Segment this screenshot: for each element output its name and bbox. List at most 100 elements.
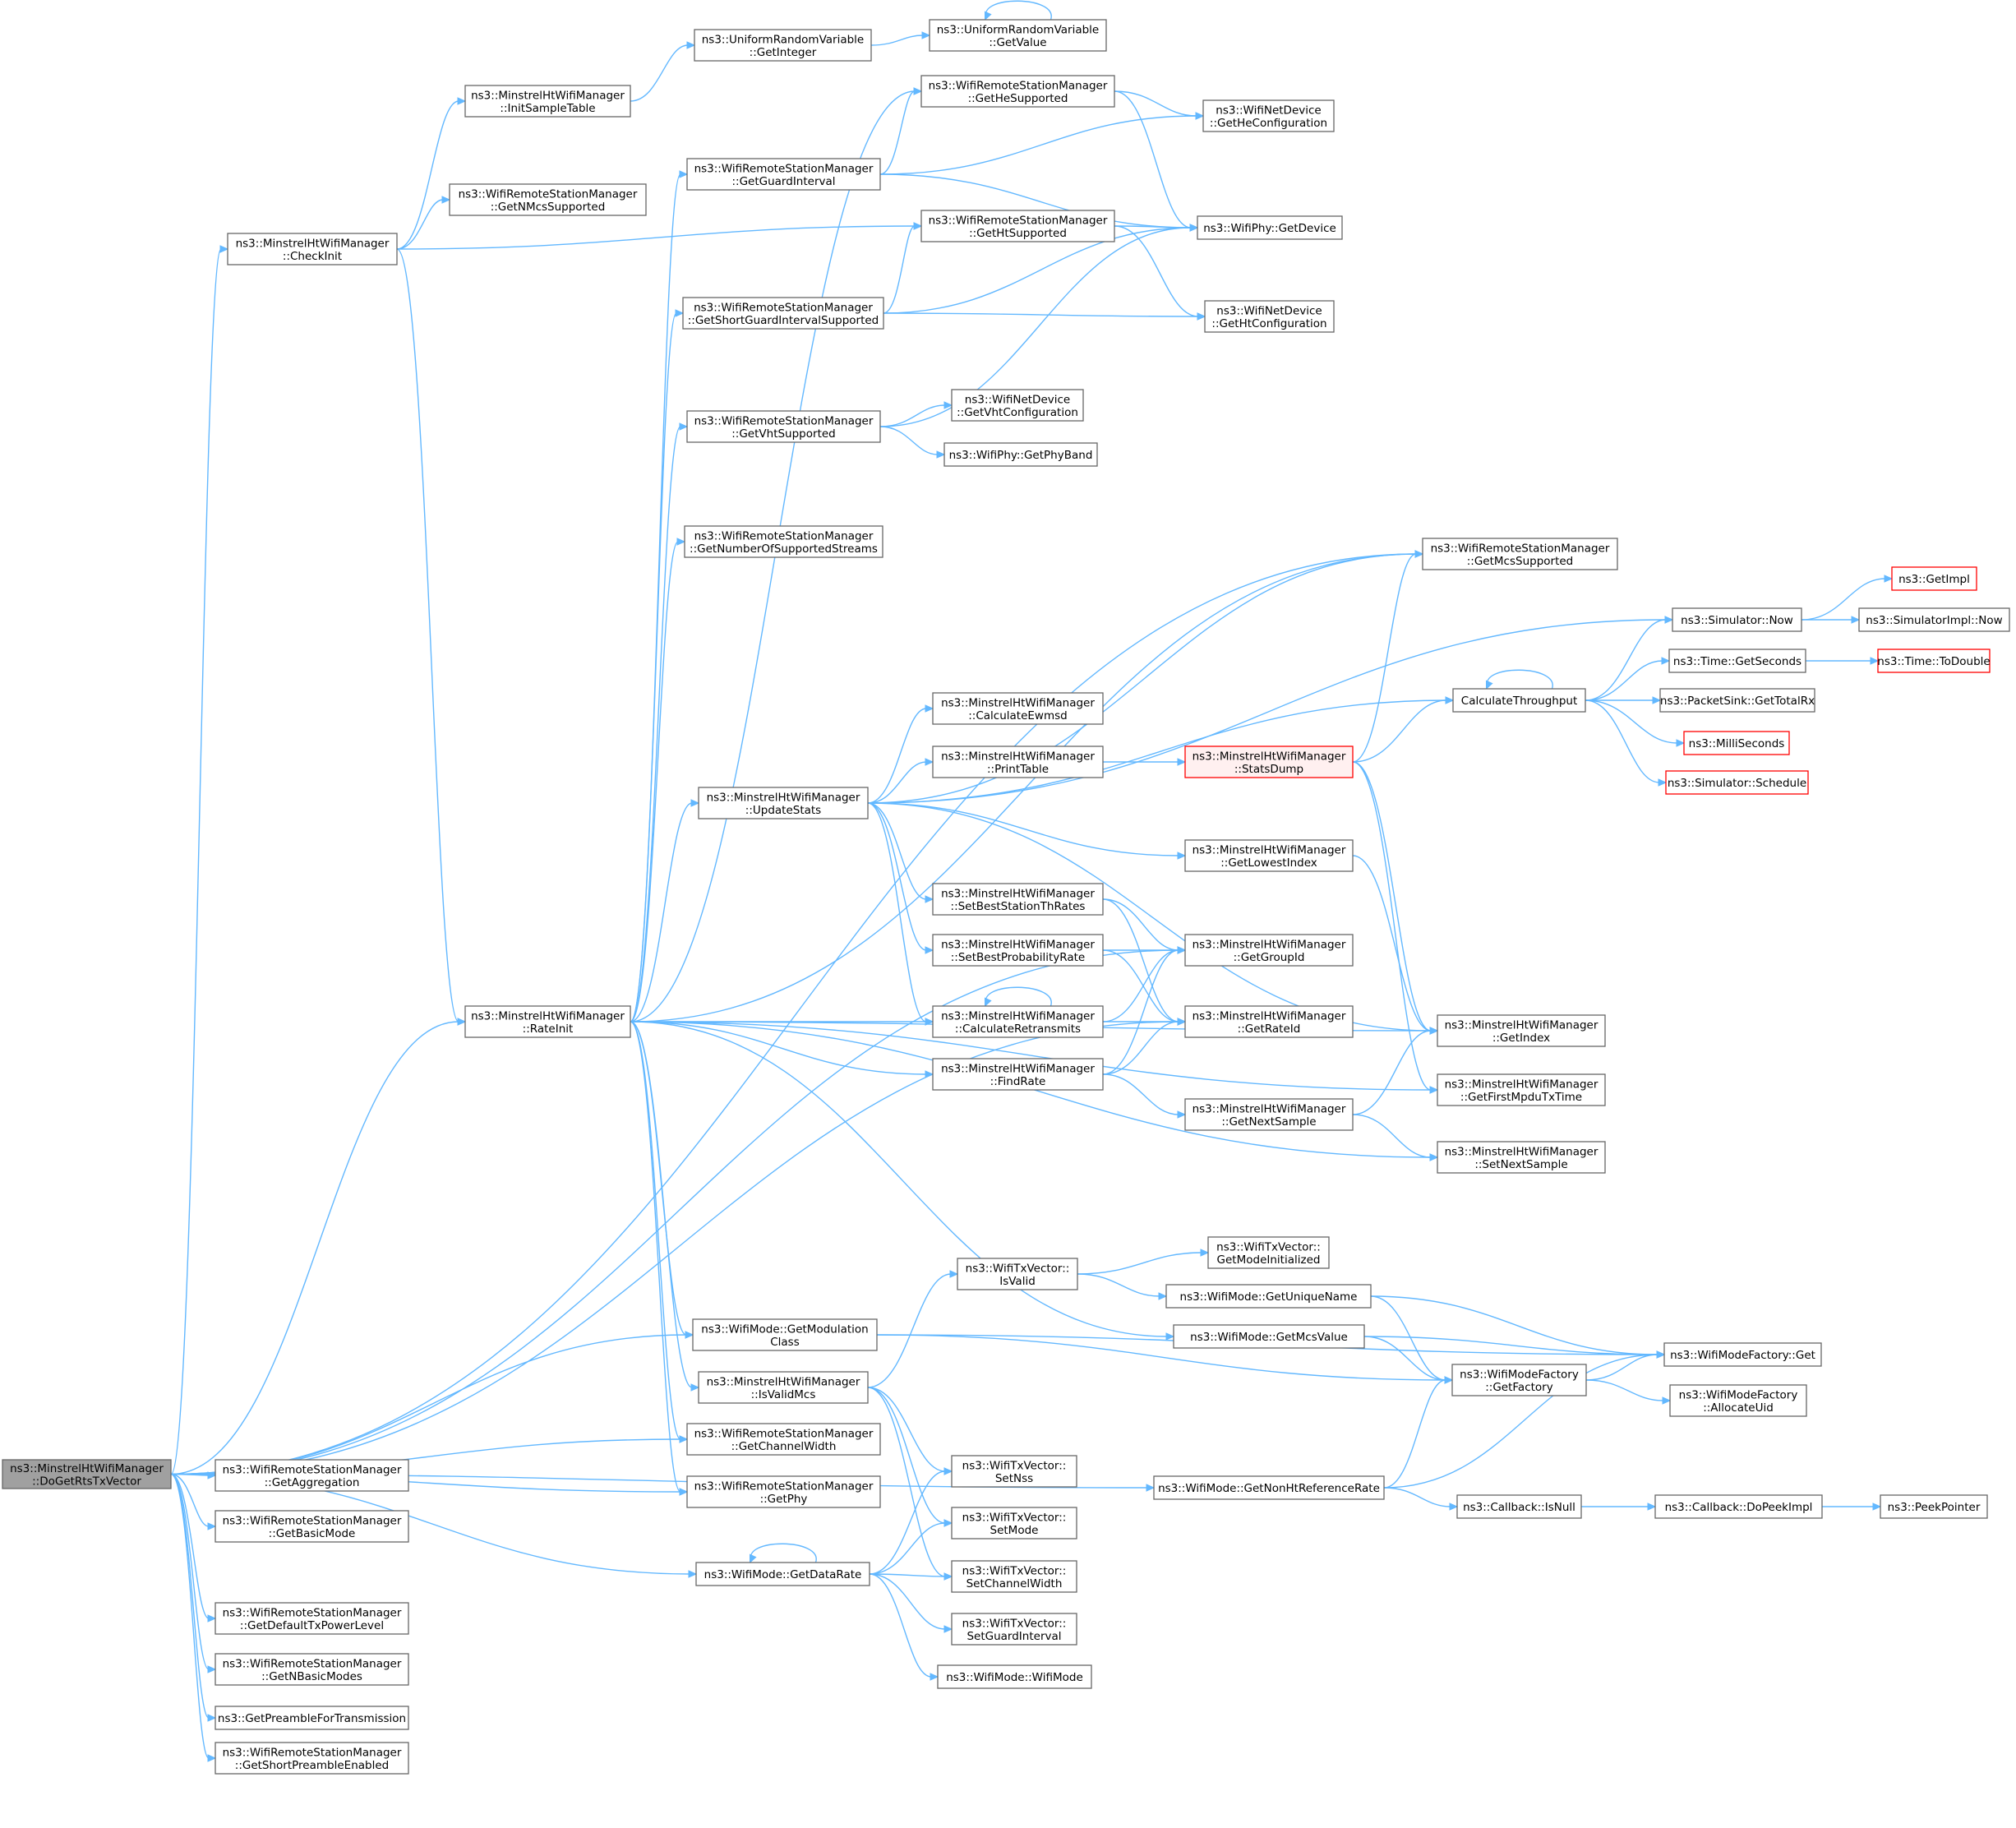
node-box: [1207, 1236, 1330, 1269]
node-simimplnow[interactable]: ns3::SimulatorImpl::Now: [1858, 607, 2010, 632]
node-box: [1891, 566, 1977, 591]
node-getnonht[interactable]: ns3::WifiMode::GetNonHtReferenceRate: [1153, 1475, 1385, 1500]
edge-line: [869, 1470, 946, 1575]
node-getheSupp[interactable]: ns3::WifiRemoteStationManager::GetHeSupp…: [920, 75, 1115, 108]
node-getuniquename[interactable]: ns3::WifiMode::GetUniqueName: [1165, 1284, 1372, 1309]
node-getfirstmpdu[interactable]: ns3::MinstrelHtWifiManager::GetFirstMpdu…: [1437, 1073, 1606, 1106]
node-getguard[interactable]: ns3::WifiRemoteStationManager::GetGuardI…: [686, 158, 881, 191]
node-getmcsSupp[interactable]: ns3::WifiRemoteStationManager::GetMcsSup…: [1422, 538, 1618, 570]
edge-arrowhead: [207, 1714, 217, 1722]
node-isvalidmcs[interactable]: ns3::MinstrelHtWifiManager::IsValidMcs: [698, 1371, 869, 1404]
node-gethtconf[interactable]: ns3::WifiNetDevice::GetHtConfiguration: [1204, 300, 1335, 333]
node-getshortpreamble[interactable]: ns3::WifiRemoteStationManager::GetShortP…: [215, 1742, 409, 1775]
node-checkinit[interactable]: ns3::MinstrelHtWifiManager::CheckInit: [227, 233, 398, 265]
node-label: ns3::MinstrelHtWifiManager: [941, 1009, 1095, 1022]
node-getnmcs[interactable]: ns3::WifiRemoteStationManager::GetNMcsSu…: [449, 183, 647, 216]
node-getaggregation[interactable]: ns3::WifiRemoteStationManager::GetAggreg…: [215, 1459, 409, 1492]
node-calcthroughput[interactable]: CalculateThroughput: [1452, 688, 1586, 713]
edge-line: [1585, 1354, 1658, 1381]
node-label: ns3::Callback::IsNull: [1463, 1501, 1575, 1514]
nodes-layer: ns3::MinstrelHtWifiManager::DoGetRtsTxVe…: [2, 19, 2010, 1775]
node-cbdopeek[interactable]: ns3::Callback::DoPeekImpl: [1654, 1494, 1823, 1519]
node-label: ns3::MinstrelHtWifiManager: [1193, 1009, 1346, 1022]
node-setbeststation[interactable]: ns3::MinstrelHtWifiManager::SetBestStati…: [932, 883, 1104, 916]
node-getnbasic[interactable]: ns3::WifiRemoteStationManager::GetNBasic…: [215, 1653, 409, 1686]
node-factoryget[interactable]: ns3::WifiModeFactory::Get: [1663, 1342, 1822, 1367]
edge-line: [883, 225, 916, 314]
node-getphy[interactable]: ns3::WifiRemoteStationManager::GetPhy: [686, 1475, 881, 1508]
node-urv_getval[interactable]: ns3::UniformRandomVariable::GetValue: [929, 19, 1107, 52]
node-getshortgi[interactable]: ns3::WifiRemoteStationManager::GetShortG…: [682, 297, 884, 330]
node-getheconf[interactable]: ns3::WifiNetDevice::GetHeConfiguration: [1202, 99, 1335, 132]
node-getpreamble[interactable]: ns3::GetPreambleForTransmission: [215, 1706, 409, 1730]
node-box: [1197, 215, 1343, 240]
node-getimpl[interactable]: ns3::GetImpl: [1891, 566, 1977, 591]
edge-line: [1352, 761, 1432, 1032]
node-getindex[interactable]: ns3::MinstrelHtWifiManager::GetIndex: [1437, 1014, 1606, 1047]
edge-arrowhead: [1414, 550, 1424, 558]
edge-line: [1352, 553, 1417, 763]
node-label: ::GetLowestIndex: [1220, 856, 1317, 870]
edge-rateinit-to-getvhtSupp: [630, 422, 689, 1022]
node-label: ::GetShortPreambleEnabled: [235, 1759, 389, 1772]
node-cbisnull[interactable]: ns3::Callback::IsNull: [1456, 1494, 1582, 1519]
node-rateinit[interactable]: ns3::MinstrelHtWifiManager::RateInit: [464, 1005, 631, 1038]
node-updatestats[interactable]: ns3::MinstrelHtWifiManager::UpdateStats: [698, 787, 869, 819]
edge-cbdopeek-to-peekpointer: [1822, 1503, 1882, 1511]
node-box: [1683, 731, 1790, 755]
edge-arrowhead: [675, 309, 685, 317]
node-getrateid[interactable]: ns3::MinstrelHtWifiManager::GetRateId: [1184, 1005, 1354, 1038]
node-setmode[interactable]: ns3::WifiTxVector::SetMode: [951, 1507, 1077, 1539]
edge-rateinit-to-getnumstreams: [630, 538, 686, 1022]
node-getmcsvalue[interactable]: ns3::WifiMode::GetMcsValue: [1173, 1324, 1365, 1349]
node-statsdump[interactable]: ns3::MinstrelHtWifiManager::StatsDump: [1184, 746, 1354, 778]
node-pktsink[interactable]: ns3::PacketSink::GetTotalRx: [1659, 688, 1815, 713]
node-getmodeinit[interactable]: ns3::WifiTxVector::GetModeInitialized: [1207, 1236, 1330, 1269]
edge-line: [630, 1021, 693, 1388]
node-setguard[interactable]: ns3::WifiTxVector::SetGuardInterval: [951, 1613, 1077, 1646]
node-millisec[interactable]: ns3::MilliSeconds: [1683, 731, 1790, 755]
node-getnextsample[interactable]: ns3::MinstrelHtWifiManager::GetNextSampl…: [1184, 1098, 1354, 1131]
node-urv_getint[interactable]: ns3::UniformRandomVariable::GetInteger: [694, 29, 872, 62]
node-allocuid[interactable]: ns3::WifiModeFactory::AllocateUid: [1669, 1384, 1807, 1417]
node-calcretrans[interactable]: ns3::MinstrelHtWifiManager::CalculateRet…: [932, 1005, 1104, 1038]
edge-timegetsec-to-timetodouble: [1806, 657, 1880, 665]
node-setnextsample[interactable]: ns3::MinstrelHtWifiManager::SetNextSampl…: [1437, 1141, 1606, 1174]
node-getdefaultpower[interactable]: ns3::WifiRemoteStationManager::GetDefaul…: [215, 1602, 409, 1635]
node-setnss[interactable]: ns3::WifiTxVector::SetNss: [951, 1455, 1077, 1488]
node-label: ns3::MinstrelHtWifiManager: [1193, 843, 1346, 856]
node-getdevice[interactable]: ns3::WifiPhy::GetDevice: [1197, 215, 1343, 240]
node-wifimode[interactable]: ns3::WifiMode::WifiMode: [937, 1664, 1092, 1689]
node-getfactory[interactable]: ns3::WifiModeFactory::GetFactory: [1451, 1364, 1587, 1396]
node-txisvalid[interactable]: ns3::WifiTxVector::IsValid: [957, 1258, 1078, 1290]
node-getphyband[interactable]: ns3::WifiPhy::GetPhyBand: [943, 442, 1098, 467]
node-getgroupid[interactable]: ns3::MinstrelHtWifiManager::GetGroupId: [1184, 934, 1354, 967]
node-initsample[interactable]: ns3::MinstrelHtWifiManager::InitSampleTa…: [464, 85, 631, 118]
node-gethtSupp[interactable]: ns3::WifiRemoteStationManager::GetHtSupp…: [920, 210, 1115, 242]
node-getdatarate[interactable]: ns3::WifiMode::GetDataRate: [695, 1562, 870, 1586]
node-findrate[interactable]: ns3::MinstrelHtWifiManager::FindRate: [932, 1058, 1104, 1091]
edge-line: [1102, 898, 1179, 1022]
node-timetodouble[interactable]: ns3::Time::ToDouble: [1877, 649, 1991, 673]
edge-arrowhead: [985, 997, 992, 1008]
node-root[interactable]: ns3::MinstrelHtWifiManager::DoGetRtsTxVe…: [2, 1459, 172, 1489]
node-getvhtSupp[interactable]: ns3::WifiRemoteStationManager::GetVhtSup…: [686, 410, 881, 443]
node-calcewmsd[interactable]: ns3::MinstrelHtWifiManager::CalculateEwm…: [932, 692, 1104, 725]
node-peekpointer[interactable]: ns3::PeekPointer: [1880, 1494, 1988, 1519]
node-label: ns3::PacketSink::GetTotalRx: [1660, 695, 1815, 708]
node-timegetsec[interactable]: ns3::Time::GetSeconds: [1668, 649, 1806, 673]
node-getbasicmode[interactable]: ns3::WifiRemoteStationManager::GetBasicM…: [215, 1510, 409, 1543]
node-printtable[interactable]: ns3::MinstrelHtWifiManager::PrintTable: [932, 746, 1104, 778]
node-simnow[interactable]: ns3::Simulator::Now: [1672, 607, 1802, 632]
node-setbestprob[interactable]: ns3::MinstrelHtWifiManager::SetBestProba…: [932, 934, 1104, 967]
node-setchanwidth[interactable]: ns3::WifiTxVector::SetChannelWidth: [951, 1560, 1077, 1593]
node-simschedule[interactable]: ns3::Simulator::Schedule: [1665, 770, 1809, 795]
node-getchanwidth[interactable]: ns3::WifiRemoteStationManager::GetChanne…: [686, 1423, 881, 1456]
node-getlowest[interactable]: ns3::MinstrelHtWifiManager::GetLowestInd…: [1184, 839, 1354, 872]
node-getvhtconf[interactable]: ns3::WifiNetDevice::GetVhtConfiguration: [951, 389, 1084, 422]
node-label: ns3::WifiRemoteStationManager: [223, 1746, 402, 1759]
edge-root-to-getpreamble: [170, 1473, 217, 1722]
node-getnumstreams[interactable]: ns3::WifiRemoteStationManager::GetNumber…: [684, 525, 883, 558]
